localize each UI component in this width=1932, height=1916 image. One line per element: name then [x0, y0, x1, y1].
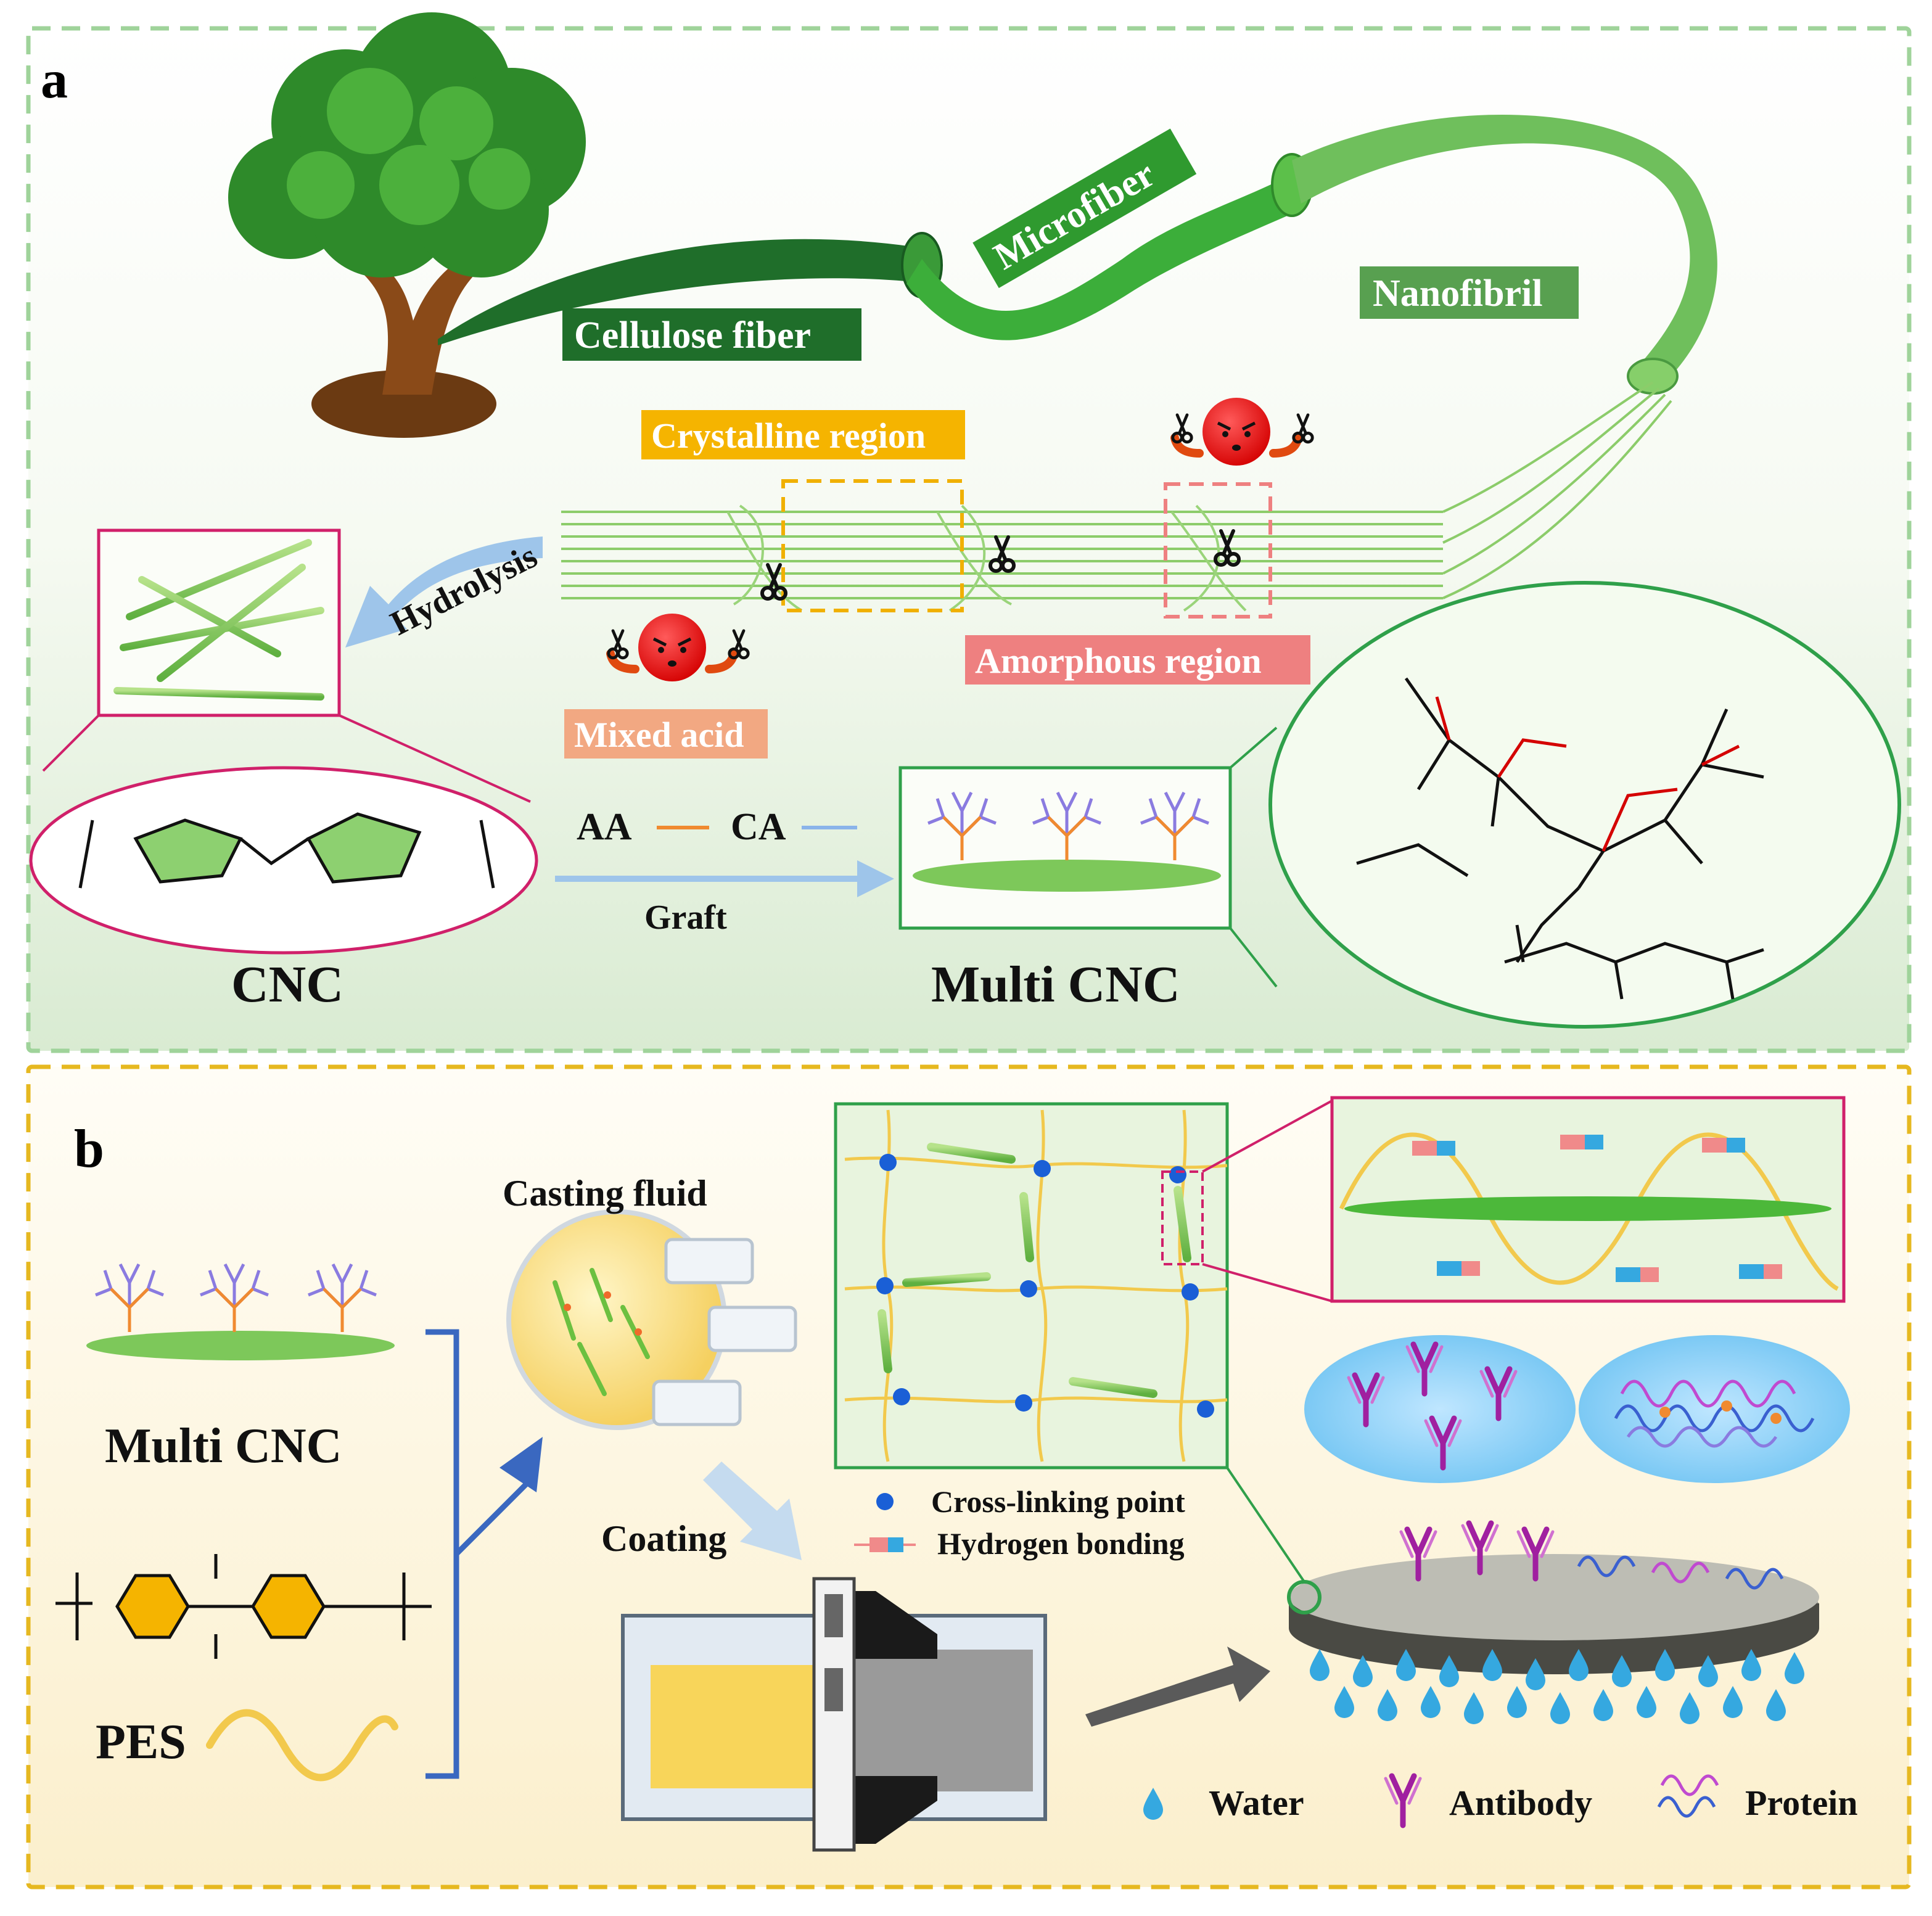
casting-fluid-label: Casting fluid — [503, 1173, 707, 1214]
cellulose-fiber-label: Cellulose fiber — [574, 315, 811, 356]
panel-a-letter: a — [41, 50, 68, 110]
graft-label: Graft — [644, 898, 727, 937]
membrane-proteins — [1577, 1555, 1784, 1590]
coating-label: Coating — [601, 1518, 727, 1559]
mixed-acid-label: Mixed acid — [574, 715, 744, 755]
cellulose-fiber-ribbon — [438, 239, 931, 345]
pes-label: PES — [96, 1715, 186, 1769]
hydrolysis-arrow — [345, 537, 543, 648]
microfiber-label-box — [972, 128, 1197, 289]
hydrogen-bonding-label: Hydrogen bonding — [937, 1526, 1185, 1561]
protein-label: Protein — [1745, 1783, 1858, 1823]
nanofibril-label: Nanofibril — [1373, 273, 1543, 315]
crystalline-region-box — [781, 479, 964, 612]
antibody-label: Antibody — [1449, 1783, 1593, 1823]
cross-linking-point-icon — [876, 1493, 894, 1510]
panel-b-letter: b — [74, 1119, 104, 1179]
antibody-solution-ellipse — [1304, 1335, 1576, 1483]
cnc-molecule-structure — [78, 812, 495, 889]
multi-cnc-label-b: Multi CNC — [105, 1419, 342, 1473]
cnc-label: CNC — [231, 956, 343, 1013]
film-applicator-icon — [621, 1577, 1047, 1852]
mixed-acid-label-box — [564, 709, 768, 759]
pes-structure — [55, 1554, 432, 1659]
grafted-structure-circle — [1268, 581, 1901, 1029]
grafted-structure — [1356, 677, 1764, 1000]
protein-icon — [1657, 1774, 1719, 1818]
crystalline-region-label-box — [641, 410, 965, 459]
mix-bracket — [425, 1329, 533, 1779]
cross-link-points — [876, 1154, 1214, 1418]
tree-illustration — [228, 12, 586, 438]
coating-arrow — [703, 1462, 802, 1560]
multi-cnc-rod — [86, 1331, 395, 1360]
cellulose-fiber-label-box — [562, 308, 861, 361]
cnc-rods — [113, 539, 324, 701]
protein-cluster — [1614, 1379, 1815, 1448]
network-cnc-rods — [878, 1143, 1191, 1398]
ca-label: CA — [731, 806, 786, 848]
water-label: Water — [1209, 1783, 1304, 1823]
process-arrow — [1085, 1647, 1270, 1727]
multi-cnc-label-a: Multi CNC — [931, 956, 1180, 1013]
hydrogen-bonding-icon — [854, 1537, 916, 1552]
crystalline-region-label: Crystalline region — [651, 416, 926, 456]
cnc-molecule-ellipse — [29, 766, 538, 955]
amorphous-region-box — [1164, 482, 1272, 619]
pes-chain-icon — [206, 1709, 398, 1782]
graft-arrow — [555, 860, 894, 897]
casting-flask-icon — [506, 1209, 797, 1430]
protein-solution-ellipse — [1579, 1335, 1850, 1483]
amorphous-region-label: Amorphous region — [975, 641, 1262, 681]
nanofibril-label-box — [1360, 266, 1579, 319]
amorphous-region-label-box — [965, 635, 1310, 685]
nanofibril-ribbon — [1292, 114, 1717, 382]
cross-linking-point-label: Cross-linking point — [931, 1484, 1185, 1519]
microfiber-ribbon — [906, 179, 1301, 340]
zoom-selector-box — [1161, 1170, 1204, 1265]
aa-label: AA — [577, 806, 632, 848]
hydrogen-bond-icons — [1412, 1135, 1782, 1282]
